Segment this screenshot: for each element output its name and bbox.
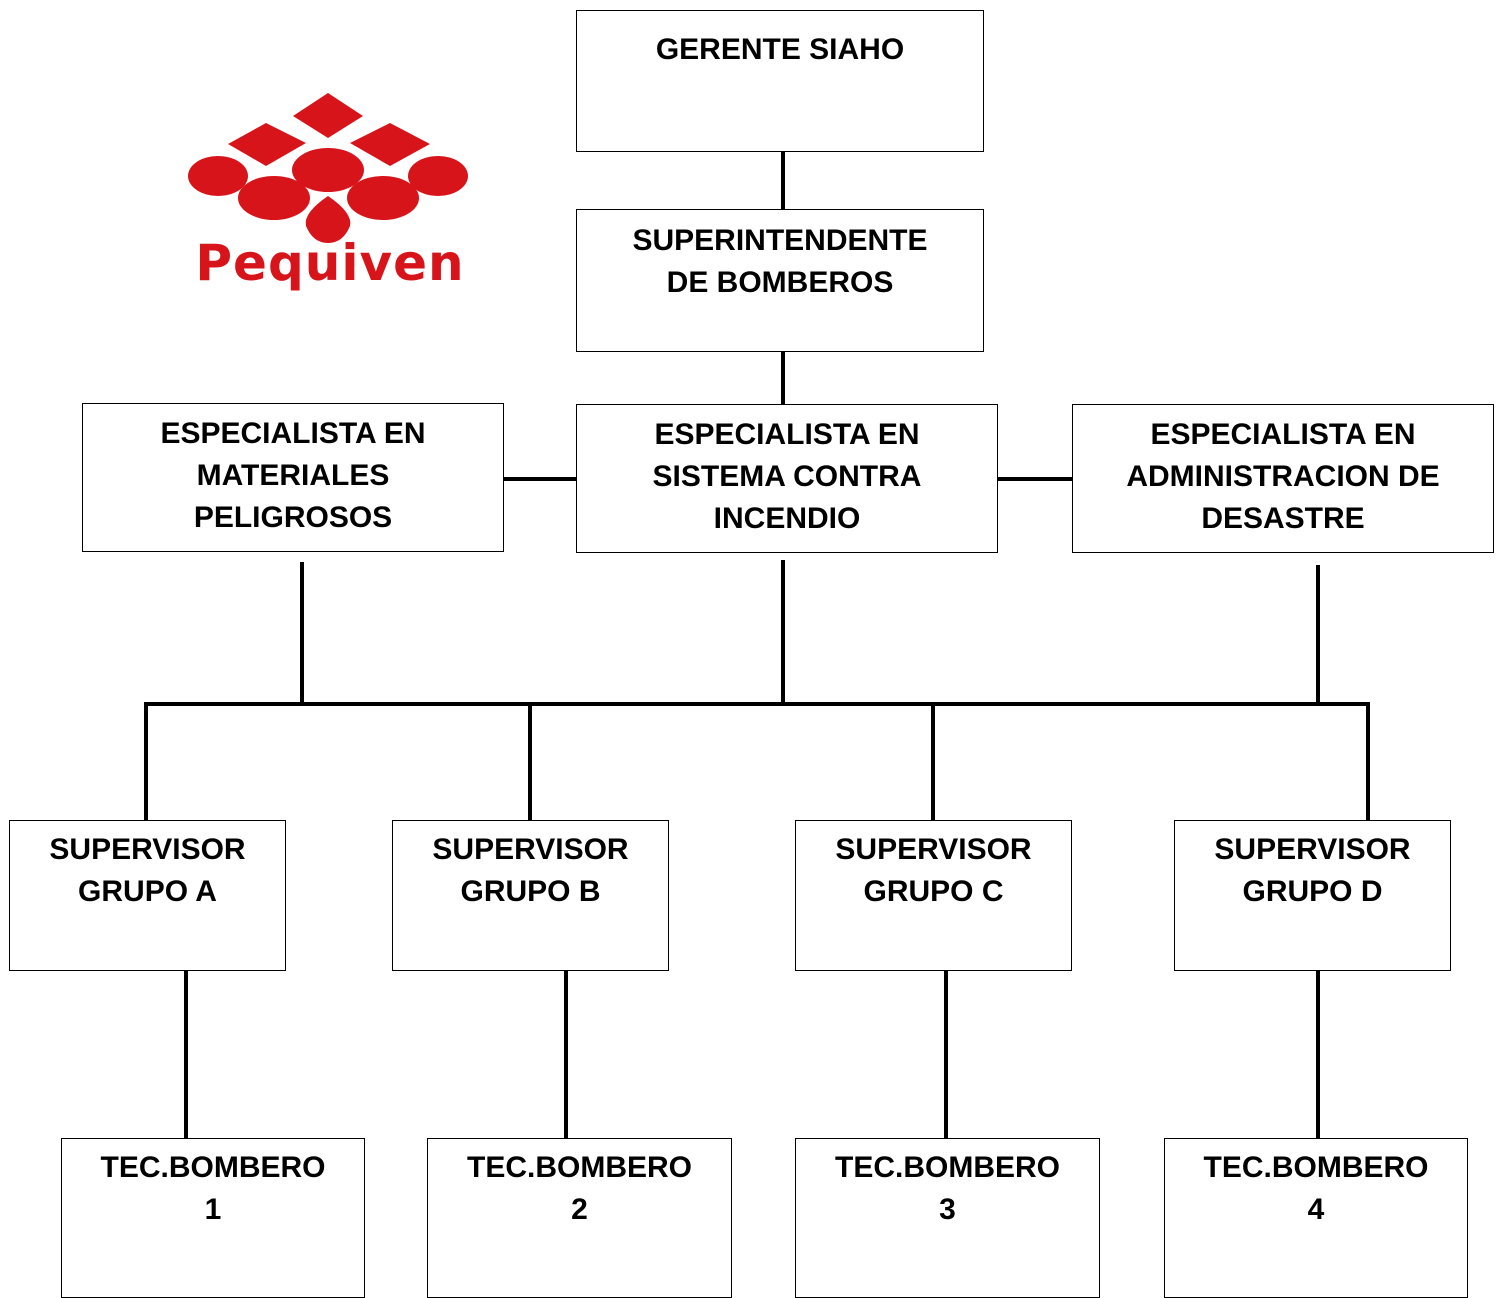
node-label: SISTEMA CONTRA <box>652 460 922 493</box>
connector-line <box>931 704 935 820</box>
node-label: 3 <box>939 1193 956 1226</box>
node-label: SUPERINTENDENTE <box>632 224 928 257</box>
pequiven-logo-icon <box>188 93 468 243</box>
connector-line <box>144 702 1370 706</box>
node-label: ESPECIALISTA EN <box>1150 418 1416 451</box>
connector-line <box>1316 970 1320 1139</box>
node-label: 4 <box>1307 1193 1325 1226</box>
node-label: GERENTE SIAHO <box>655 33 905 66</box>
node-label: ESPECIALISTA EN <box>654 418 920 451</box>
node-label: GRUPO A <box>78 875 217 908</box>
node-label: TEC.BOMBERO <box>467 1151 692 1184</box>
connector-line <box>781 351 785 404</box>
node-supervisor-grupo-c: SUPERVISOR GRUPO C <box>795 820 1072 971</box>
node-label: GRUPO C <box>863 875 1004 908</box>
node-label: TEC.BOMBERO <box>835 1151 1060 1184</box>
node-supervisor-grupo-b: SUPERVISOR GRUPO B <box>392 820 669 971</box>
node-label: ESPECIALISTA EN <box>160 417 426 450</box>
connector-line <box>781 151 785 209</box>
connector-line <box>184 970 188 1139</box>
connector-line <box>300 562 304 704</box>
node-label: SUPERVISOR <box>49 833 246 866</box>
connector-line <box>781 560 785 704</box>
node-tec-bombero-1: TEC.BOMBERO 1 <box>61 1138 365 1298</box>
connector-line <box>1316 565 1320 704</box>
node-label: SUPERVISOR <box>1214 833 1411 866</box>
node-tec-bombero-3: TEC.BOMBERO 3 <box>795 1138 1100 1298</box>
node-label: 2 <box>571 1193 588 1226</box>
node-gerente-siaho: GERENTE SIAHO <box>576 10 984 152</box>
node-especialista-materiales: ESPECIALISTA EN MATERIALES PELIGROSOS <box>82 403 504 552</box>
connector-line <box>144 704 148 820</box>
node-label: 1 <box>204 1193 222 1226</box>
node-label: TEC.BOMBERO <box>1203 1151 1429 1184</box>
node-label: SUPERVISOR <box>835 833 1032 866</box>
connector-line <box>1366 704 1370 820</box>
node-label: GRUPO D <box>1242 875 1383 908</box>
connector-line <box>528 704 532 820</box>
connector-line <box>564 970 568 1139</box>
node-label: PELIGROSOS <box>193 501 393 534</box>
node-label: SUPERVISOR <box>432 833 629 866</box>
pequiven-logo-text: Pequiven <box>195 234 465 292</box>
node-superintendente: SUPERINTENDENTE DE BOMBEROS <box>576 209 984 352</box>
node-label: ADMINISTRACION DE <box>1126 460 1440 493</box>
node-supervisor-grupo-d: SUPERVISOR GRUPO D <box>1174 820 1451 971</box>
connector-line <box>997 477 1072 481</box>
connector-line <box>504 477 576 481</box>
node-label: MATERIALES <box>196 459 390 492</box>
node-especialista-desastre: ESPECIALISTA EN ADMINISTRACION DE DESAST… <box>1072 404 1494 553</box>
connector-line <box>944 970 948 1139</box>
node-supervisor-grupo-a: SUPERVISOR GRUPO A <box>9 820 286 971</box>
node-tec-bombero-2: TEC.BOMBERO 2 <box>427 1138 732 1298</box>
node-label: DE BOMBEROS <box>666 266 894 299</box>
node-label: GRUPO B <box>460 875 601 908</box>
node-label: DESASTRE <box>1201 502 1365 535</box>
node-label: TEC.BOMBERO <box>100 1151 326 1184</box>
node-tec-bombero-4: TEC.BOMBERO 4 <box>1164 1138 1468 1298</box>
node-especialista-incendio: ESPECIALISTA EN SISTEMA CONTRA INCENDIO <box>576 404 998 553</box>
node-label: INCENDIO <box>713 502 861 535</box>
